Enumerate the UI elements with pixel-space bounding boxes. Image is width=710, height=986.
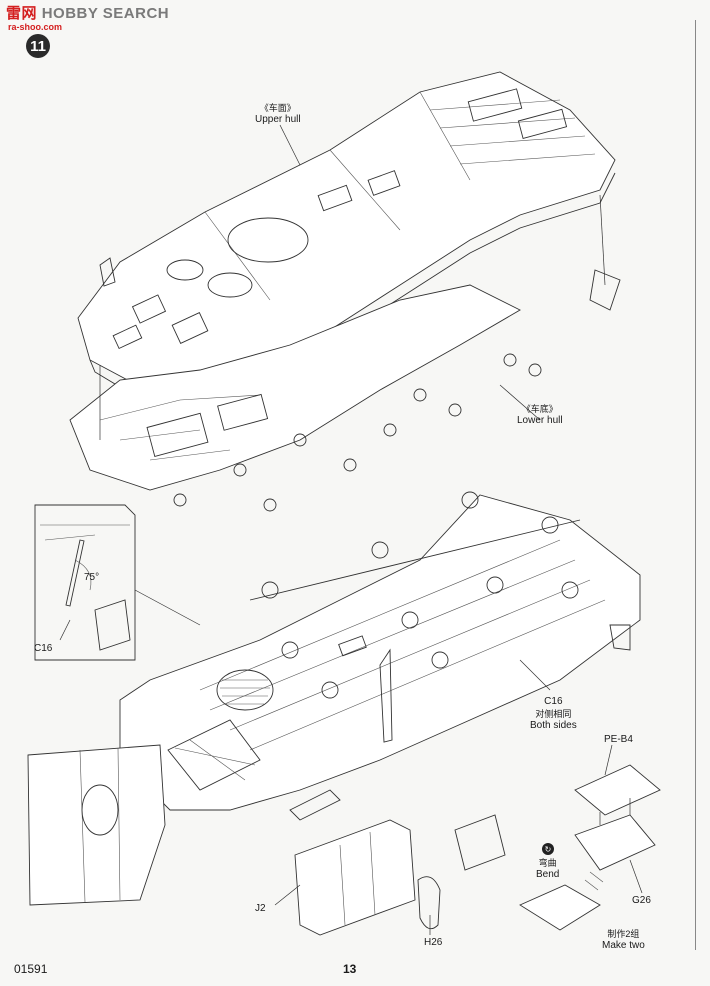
bent-part <box>519 871 604 931</box>
lower-hull-label: 《车底》 Lower hull <box>517 404 563 426</box>
upper-hull-label: 《车面》 Upper hull <box>255 103 301 125</box>
angle-label: 75° <box>84 572 100 583</box>
step-number-badge: 11 <box>26 34 50 58</box>
make-two-label: 制作2组 Make two <box>602 929 645 951</box>
bend-icon: ↻ <box>542 843 554 855</box>
bend-label: 弯曲 Bend <box>536 858 560 880</box>
g26-part <box>574 814 656 871</box>
lower-hull-drawing <box>69 284 542 512</box>
leader-lines <box>59 124 643 935</box>
h26-label: H26 <box>424 937 443 948</box>
watermark-url: ra-shoo.com <box>8 22 63 32</box>
lower-hull-underside-drawing <box>119 491 641 821</box>
c16-detail-label: C16 <box>34 643 53 654</box>
product-code: 01591 <box>14 962 48 976</box>
detail-inset <box>34 504 201 661</box>
g26-label: G26 <box>632 895 651 906</box>
pe-b4-label: PE-B4 <box>604 734 633 745</box>
pe-b4-part <box>574 764 661 825</box>
j2-label: J2 <box>255 903 266 914</box>
side-skirt-left <box>27 744 166 906</box>
side-skirt-right <box>294 814 506 936</box>
c16-both-sides-label: C16 对侧相同 Both sides <box>530 696 577 731</box>
watermark-logo: 雷网 HOBBY SEARCH <box>6 5 170 22</box>
page-number: 13 <box>343 962 357 976</box>
page-border-line <box>695 20 696 950</box>
